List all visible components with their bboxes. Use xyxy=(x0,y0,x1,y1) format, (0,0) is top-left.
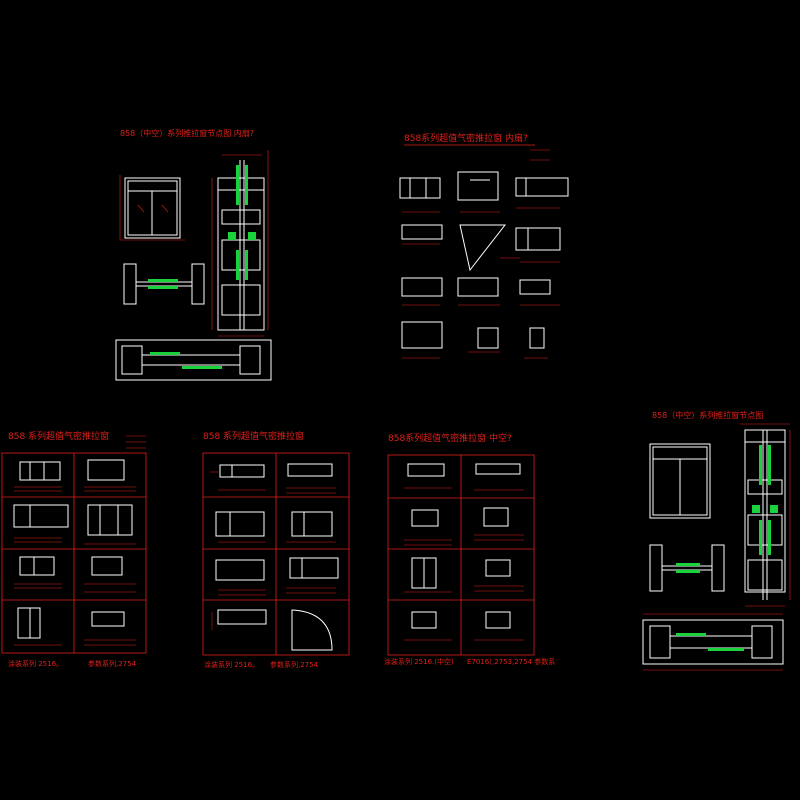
profile-sheet-top-right xyxy=(399,171,569,349)
horizontal-section-top-left-glass xyxy=(148,279,178,289)
panel-2-frame xyxy=(202,452,350,656)
title-node-bottom-right: 858（中空）系列推拉窗节点图 xyxy=(652,410,763,420)
window-elevation-top-left-hatch xyxy=(119,175,185,241)
sill-section-bottom-right xyxy=(642,619,784,665)
title-node-top-left: 858（中空）系列推拉窗节点图 内扇? xyxy=(120,128,254,138)
horizontal-section-bottom-right-glass xyxy=(676,563,700,573)
title-panel-1: 858 系列超值气密推拉窗 xyxy=(8,430,109,442)
profile-sheet-top-right-labels xyxy=(402,149,560,359)
panel-1-frame xyxy=(1,452,147,654)
title-panel-3: 858系列超值气密推拉窗 中空? xyxy=(388,432,512,444)
vertical-section-bottom-right xyxy=(744,429,786,600)
panel-3-frame xyxy=(387,454,535,656)
window-elevation-bottom-right xyxy=(649,443,711,519)
footer-panel-3-left: 涂装系列 2516.(中空) xyxy=(384,657,454,666)
panel-2-profiles xyxy=(215,463,339,651)
sill-section-bottom-right-glass xyxy=(676,633,744,651)
horizontal-section-top-left xyxy=(123,263,205,305)
panel-1-profiles xyxy=(13,459,133,639)
panel-2-notes xyxy=(210,471,336,630)
title-profiles-top-right: 858系列超值气密推拉窗 内扇? xyxy=(404,132,528,144)
vertical-section-top-left-glass xyxy=(228,165,256,280)
footer-panel-1-left: 涂装系列 2516。 xyxy=(8,659,63,668)
vertical-section-top-left-dims xyxy=(211,150,269,337)
panel-3-notes xyxy=(404,487,524,641)
horizontal-section-bottom-right xyxy=(649,544,725,592)
vertical-section-bottom-right-glass xyxy=(752,445,778,555)
vertical-section-top-left xyxy=(217,160,265,331)
sill-section-top-left-glass xyxy=(150,352,222,369)
footer-panel-2-left: 涂装系列 2516。 xyxy=(204,660,259,669)
sill-section-top-left xyxy=(115,339,272,381)
footer-panel-1-right: 参数系列,2754 xyxy=(88,659,137,668)
footer-panel-3-right: E7016),2753,2754 参数系 xyxy=(467,657,555,666)
panel-1-notes xyxy=(14,435,146,646)
window-elevation-top-left xyxy=(124,177,181,239)
footer-panel-2-right: 参数系列,2754 xyxy=(270,660,319,669)
title-panel-2: 858 系列超值气密推拉窗 xyxy=(203,430,304,442)
bottom-right-dims xyxy=(643,423,791,671)
panel-3-profiles xyxy=(407,463,521,629)
